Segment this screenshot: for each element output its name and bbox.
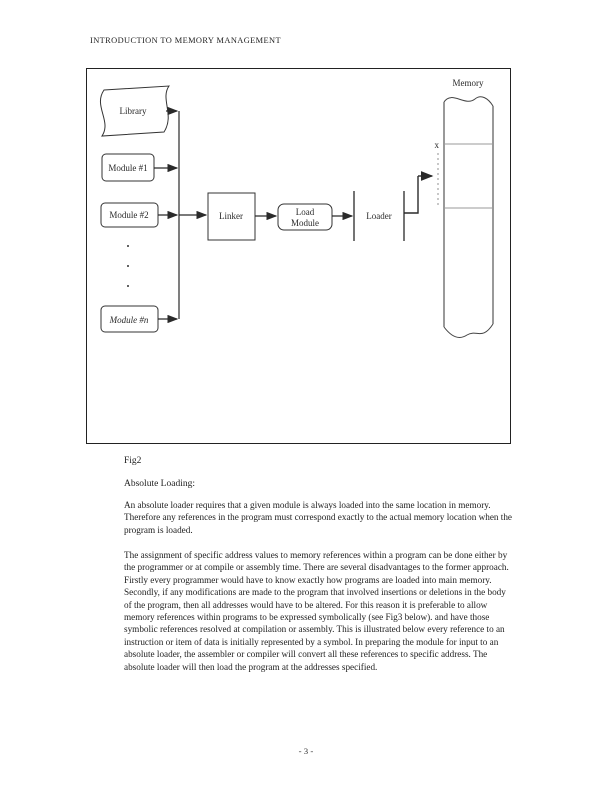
section-heading: Absolute Loading: (124, 479, 195, 489)
load-module-label-line2: Module (291, 218, 319, 228)
linker-box (207, 192, 256, 241)
linker-label: Linker (219, 211, 243, 221)
page-number: - 3 - (298, 746, 314, 756)
load-module-box (277, 203, 333, 231)
paragraph-address-assignment: The assignment of specific address value… (124, 550, 509, 672)
module1-label: Module #1 (108, 163, 147, 173)
library-shape (99, 85, 170, 137)
ellipsis-dot (127, 265, 129, 267)
library-label: Library (120, 106, 147, 116)
memory-bottom-wave (443, 323, 494, 338)
loader-label: Loader (366, 211, 391, 221)
memory-top-wave (443, 96, 494, 107)
memory-x-label: x (435, 140, 440, 150)
figure-caption: Fig2 (124, 456, 142, 466)
ellipsis-dot (127, 245, 129, 247)
page-header: INTRODUCTION TO MEMORY MANAGEMENT (90, 36, 282, 45)
loader-step-line (404, 176, 419, 214)
paragraph-absolute-loader: An absolute loader requires that a given… (124, 500, 513, 535)
module2-label: Module #2 (109, 210, 148, 220)
module-n-label: Module #n (109, 315, 149, 325)
memory-diagram: Library Module #1 Module #2 Module #n (99, 78, 494, 338)
ellipsis-dot (127, 285, 129, 287)
figure-frame: Library Module #1 Module #2 Module #n (86, 68, 511, 444)
load-module-label-line1: Load (296, 207, 315, 217)
memory-label: Memory (453, 78, 484, 88)
